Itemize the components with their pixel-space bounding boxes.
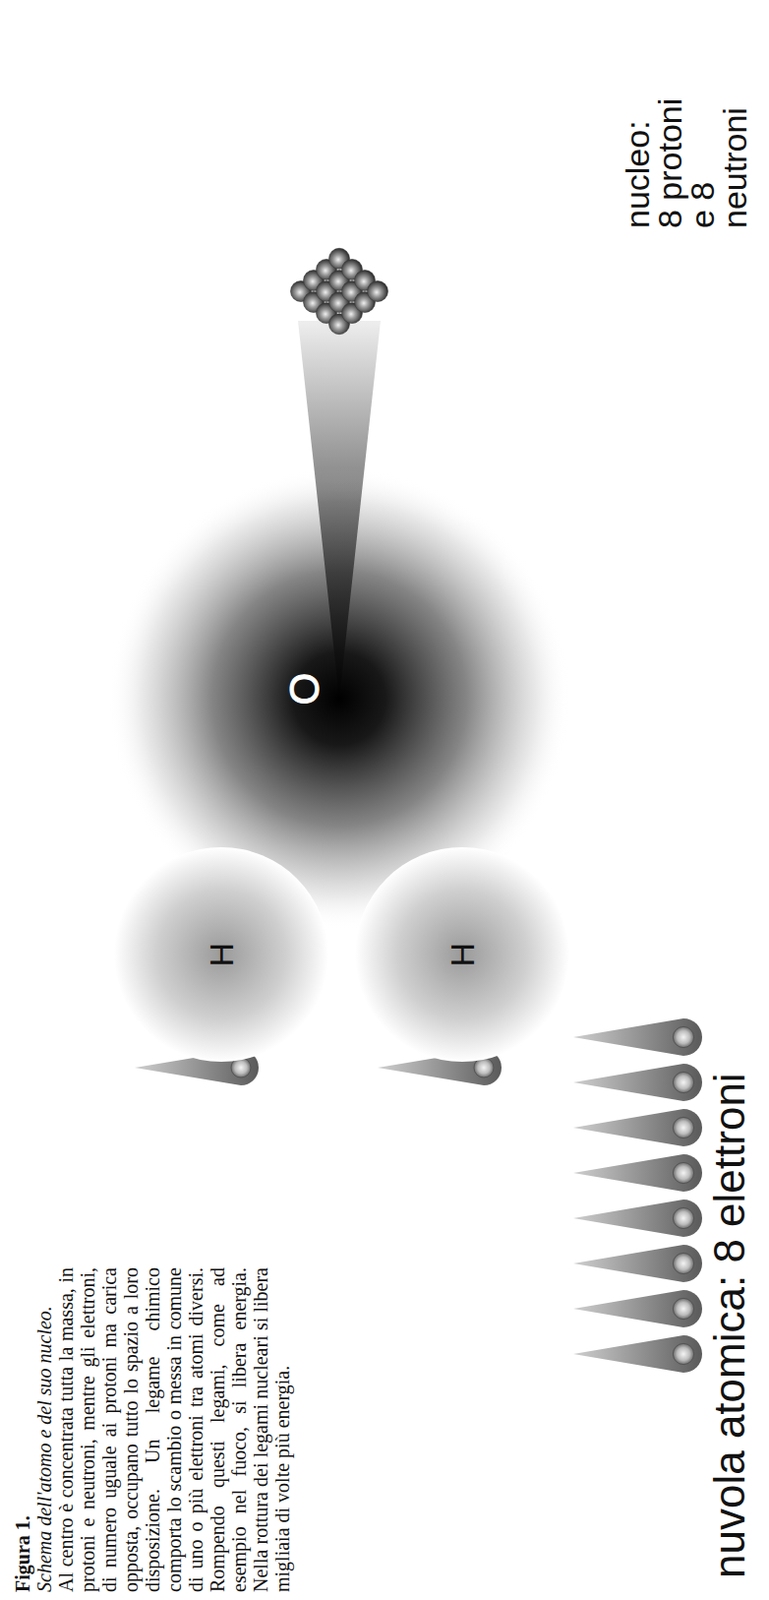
electron-tail bbox=[573, 1243, 703, 1282]
figure-caption: Schema dell'atomo e del suo nucleo. bbox=[33, 1266, 56, 1592]
nucleus-cluster bbox=[291, 247, 389, 334]
electron-dot bbox=[672, 1251, 694, 1273]
electron-tail bbox=[573, 1198, 703, 1237]
nucleon bbox=[367, 281, 389, 302]
electron-dot bbox=[672, 1116, 694, 1137]
electron-dot bbox=[672, 1342, 694, 1363]
electron-tail bbox=[573, 1017, 703, 1056]
electron bbox=[573, 1153, 703, 1191]
electron bbox=[573, 1108, 703, 1146]
cloud-label: nuvola atomica: 8 elettroni bbox=[706, 1071, 754, 1578]
hydrogen-atom: H bbox=[113, 845, 330, 1063]
hydrogen-atom: H bbox=[354, 845, 571, 1063]
atom-symbol: H bbox=[203, 942, 240, 967]
caption-block: Figura 1.Schema dell'atomo e del suo nuc… bbox=[11, 1266, 294, 1592]
electron-tail bbox=[573, 1289, 703, 1327]
electron bbox=[573, 1334, 703, 1372]
electron-tail bbox=[573, 1153, 703, 1191]
electron bbox=[573, 1063, 703, 1101]
atom-cloud bbox=[108, 467, 571, 930]
electron bbox=[573, 1198, 703, 1237]
atom-symbol: O bbox=[282, 672, 328, 706]
nucleus-label: nucleo: 8 protoni e 8 neutroni bbox=[621, 94, 752, 229]
electron bbox=[573, 1243, 703, 1282]
caption-body: Al centro è concentrata tutta la massa, … bbox=[55, 1266, 294, 1592]
cloud-label-holder: nuvola atomica: 8 elettroni bbox=[706, 1071, 754, 1578]
electron-tail bbox=[573, 1108, 703, 1146]
electron-dot bbox=[672, 1206, 694, 1228]
atom-cloud bbox=[354, 846, 570, 1062]
electron-dot bbox=[672, 1297, 694, 1318]
electron-tail bbox=[573, 1334, 703, 1372]
electron-dot bbox=[672, 1070, 694, 1092]
electron-dot bbox=[672, 1025, 694, 1047]
atom-cloud bbox=[114, 846, 329, 1062]
figure-title: Figura 1. bbox=[11, 1266, 34, 1592]
electron bbox=[573, 1017, 703, 1056]
electron bbox=[573, 1289, 703, 1327]
electron-dot bbox=[672, 1161, 694, 1183]
nucleus-label-holder: nucleo: 8 protoni e 8 neutroni bbox=[621, 94, 752, 229]
electron-tail bbox=[573, 1063, 703, 1101]
atom-symbol: H bbox=[444, 942, 481, 967]
